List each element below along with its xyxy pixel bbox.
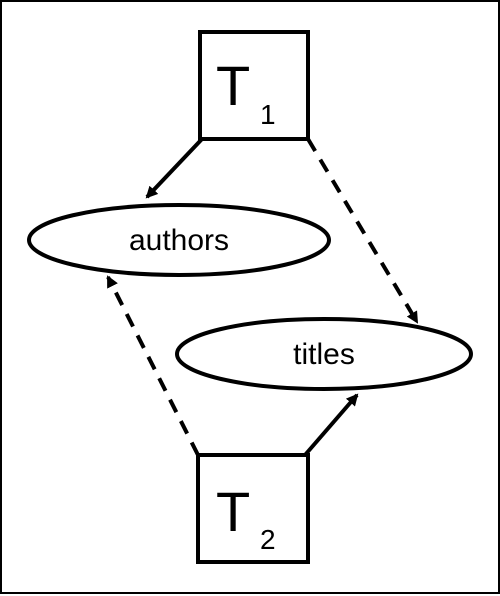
t2-main-label: T [216, 480, 250, 543]
t2-subscript-label: 2 [260, 524, 276, 555]
authors-label: authors [129, 224, 229, 257]
transaction-t2: T 2 [196, 453, 310, 564]
t1-subscript-label: 1 [260, 99, 276, 130]
edge-t1-titles [306, 137, 419, 324]
node-authors: authors [27, 203, 331, 277]
transaction-t1: T 1 [198, 30, 310, 141]
t1-main-label: T [216, 54, 250, 117]
titles-label: titles [293, 338, 355, 371]
edge-t2-authors [106, 275, 200, 456]
edge-t2-titles [303, 393, 359, 457]
node-titles: titles [175, 317, 473, 391]
edge-t1-authors [145, 137, 204, 199]
